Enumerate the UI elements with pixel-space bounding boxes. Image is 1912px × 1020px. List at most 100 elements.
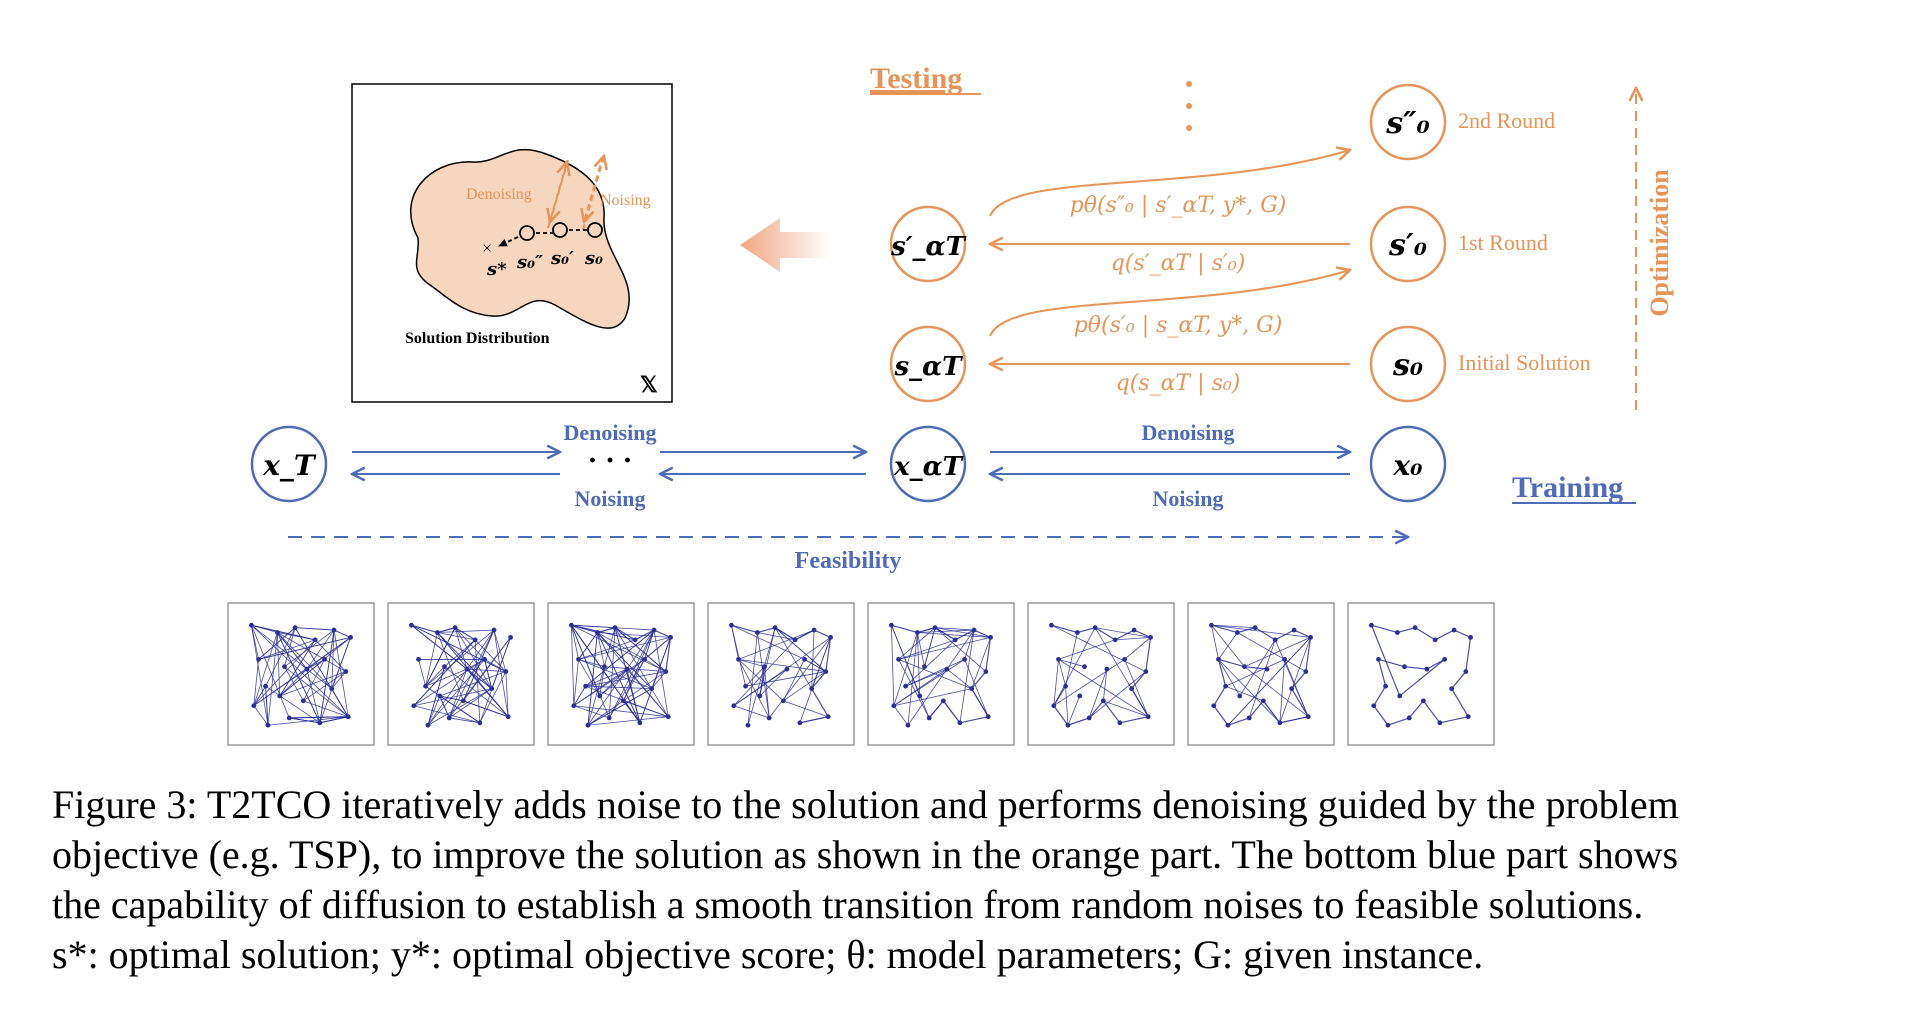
tsp-edge [1422, 700, 1441, 724]
tsp-edge [331, 630, 335, 689]
tsp-edge [437, 632, 509, 717]
tsp-edge [738, 658, 826, 672]
tsp-node [472, 637, 478, 643]
tsp-node [1402, 664, 1407, 670]
tsp-node [1092, 625, 1098, 631]
tsp-edge [928, 700, 944, 719]
tsp-panel-7 [1187, 602, 1335, 746]
label-2nd-round: 2nd Round [1458, 108, 1555, 133]
tsp-node [585, 722, 591, 728]
tsp-node [1465, 714, 1471, 720]
tsp-edge [1094, 627, 1116, 641]
tsp-edge [427, 666, 445, 726]
tsp-edge [893, 688, 972, 707]
tsp-node [251, 703, 257, 709]
tsp-edge [759, 668, 788, 697]
tsp-edge [653, 630, 669, 717]
inset-path-1 [498, 236, 519, 247]
inset-circle-s0 [587, 222, 603, 238]
tsp-edge [738, 659, 770, 719]
tsp-edge [284, 629, 335, 668]
tsp-edge [437, 629, 495, 633]
caption-line-3: the capability of diffusion to establish… [52, 882, 1644, 927]
tsp-edge [425, 666, 445, 687]
tsp-edge [898, 627, 936, 660]
tsp-edge [411, 624, 438, 634]
tsp-edge [985, 637, 992, 672]
inset-mark-s0pp: s₀″ [516, 252, 543, 273]
tsp-edge [917, 632, 925, 667]
tsp-edge [425, 629, 495, 687]
tsp-node [1077, 693, 1083, 699]
inset-noising-arrow-2 [582, 156, 604, 231]
tsp-node [300, 698, 306, 704]
tsp-edge [943, 700, 961, 724]
tsp-edge [1279, 637, 1311, 723]
tsp-node [1086, 715, 1092, 721]
tsp-edge [411, 624, 468, 670]
tsp-edge [738, 659, 784, 702]
tsp-node [1216, 656, 1221, 662]
optimal-x-mark: × [482, 238, 492, 258]
tsp-edge [1451, 671, 1467, 690]
tsp-edge [1263, 700, 1281, 724]
node-s-alphaT [889, 325, 967, 403]
caption-line-1: Figure 3: T2TCO iteratively adds noise t… [52, 782, 1679, 827]
tsp-node [962, 656, 967, 662]
tsp-node [784, 666, 790, 672]
tsp-node [1056, 656, 1061, 662]
tsp-edge [251, 624, 332, 689]
tsp-edge [587, 671, 667, 726]
tsp-node [348, 635, 353, 640]
tsp-edge [1399, 658, 1445, 697]
node-x-0-label: x₀ [1393, 449, 1423, 482]
tsp-node [1369, 622, 1374, 628]
tsp-node [249, 622, 254, 628]
tsp-node [1442, 656, 1447, 662]
tsp-edge [571, 625, 579, 660]
tsp-node [736, 656, 741, 662]
tsp-edge [437, 632, 464, 701]
tsp-panel-2 [387, 602, 535, 746]
tsp-panel-6 [1027, 602, 1175, 746]
tsp-node [1371, 703, 1377, 709]
tsp-edge [578, 637, 671, 660]
tsp-node [891, 703, 897, 709]
tsp-edge [825, 637, 832, 672]
tsp-edge [1305, 637, 1312, 672]
tsp-edge [608, 629, 655, 719]
tsp-node [780, 698, 786, 704]
solution-distribution-inset: Denoising Noising × s* s₀″ s₀′ s₀ Soluti… [351, 83, 673, 403]
tsp-edge [279, 671, 346, 697]
tsp-edge [1237, 632, 1307, 672]
tsp-edge [251, 625, 269, 726]
tsp-edge [439, 671, 506, 697]
tsp-node [729, 622, 734, 628]
tsp-node [446, 715, 452, 721]
tsp-edge [733, 639, 796, 706]
tsp-edge [454, 627, 493, 689]
arrow-p-round1 [989, 270, 1350, 337]
testing-heading: Testing [870, 62, 962, 95]
inset-circle-s0p [552, 222, 568, 238]
tsp-edge [253, 639, 316, 706]
tsp-node [825, 714, 831, 720]
tsp-edge [783, 659, 805, 702]
tsp-edge [622, 629, 655, 701]
tsp-edge [425, 668, 468, 687]
tsp-edge [585, 668, 628, 687]
tsp-edge [427, 688, 492, 726]
tsp-edge [1414, 627, 1436, 641]
training-ellipsis: · · · [587, 444, 632, 477]
tsp-edge [597, 632, 641, 723]
tsp-edge [917, 629, 975, 633]
tsp-edge [934, 627, 956, 641]
tsp-edge [1254, 627, 1276, 641]
tsp-node [256, 656, 261, 662]
tsp-node [312, 637, 318, 643]
tsp-edge [437, 627, 456, 633]
tsp-edge [1124, 659, 1149, 717]
tsp-edge [731, 624, 758, 634]
tsp-edge [1291, 671, 1307, 690]
tsp-node [792, 637, 798, 643]
